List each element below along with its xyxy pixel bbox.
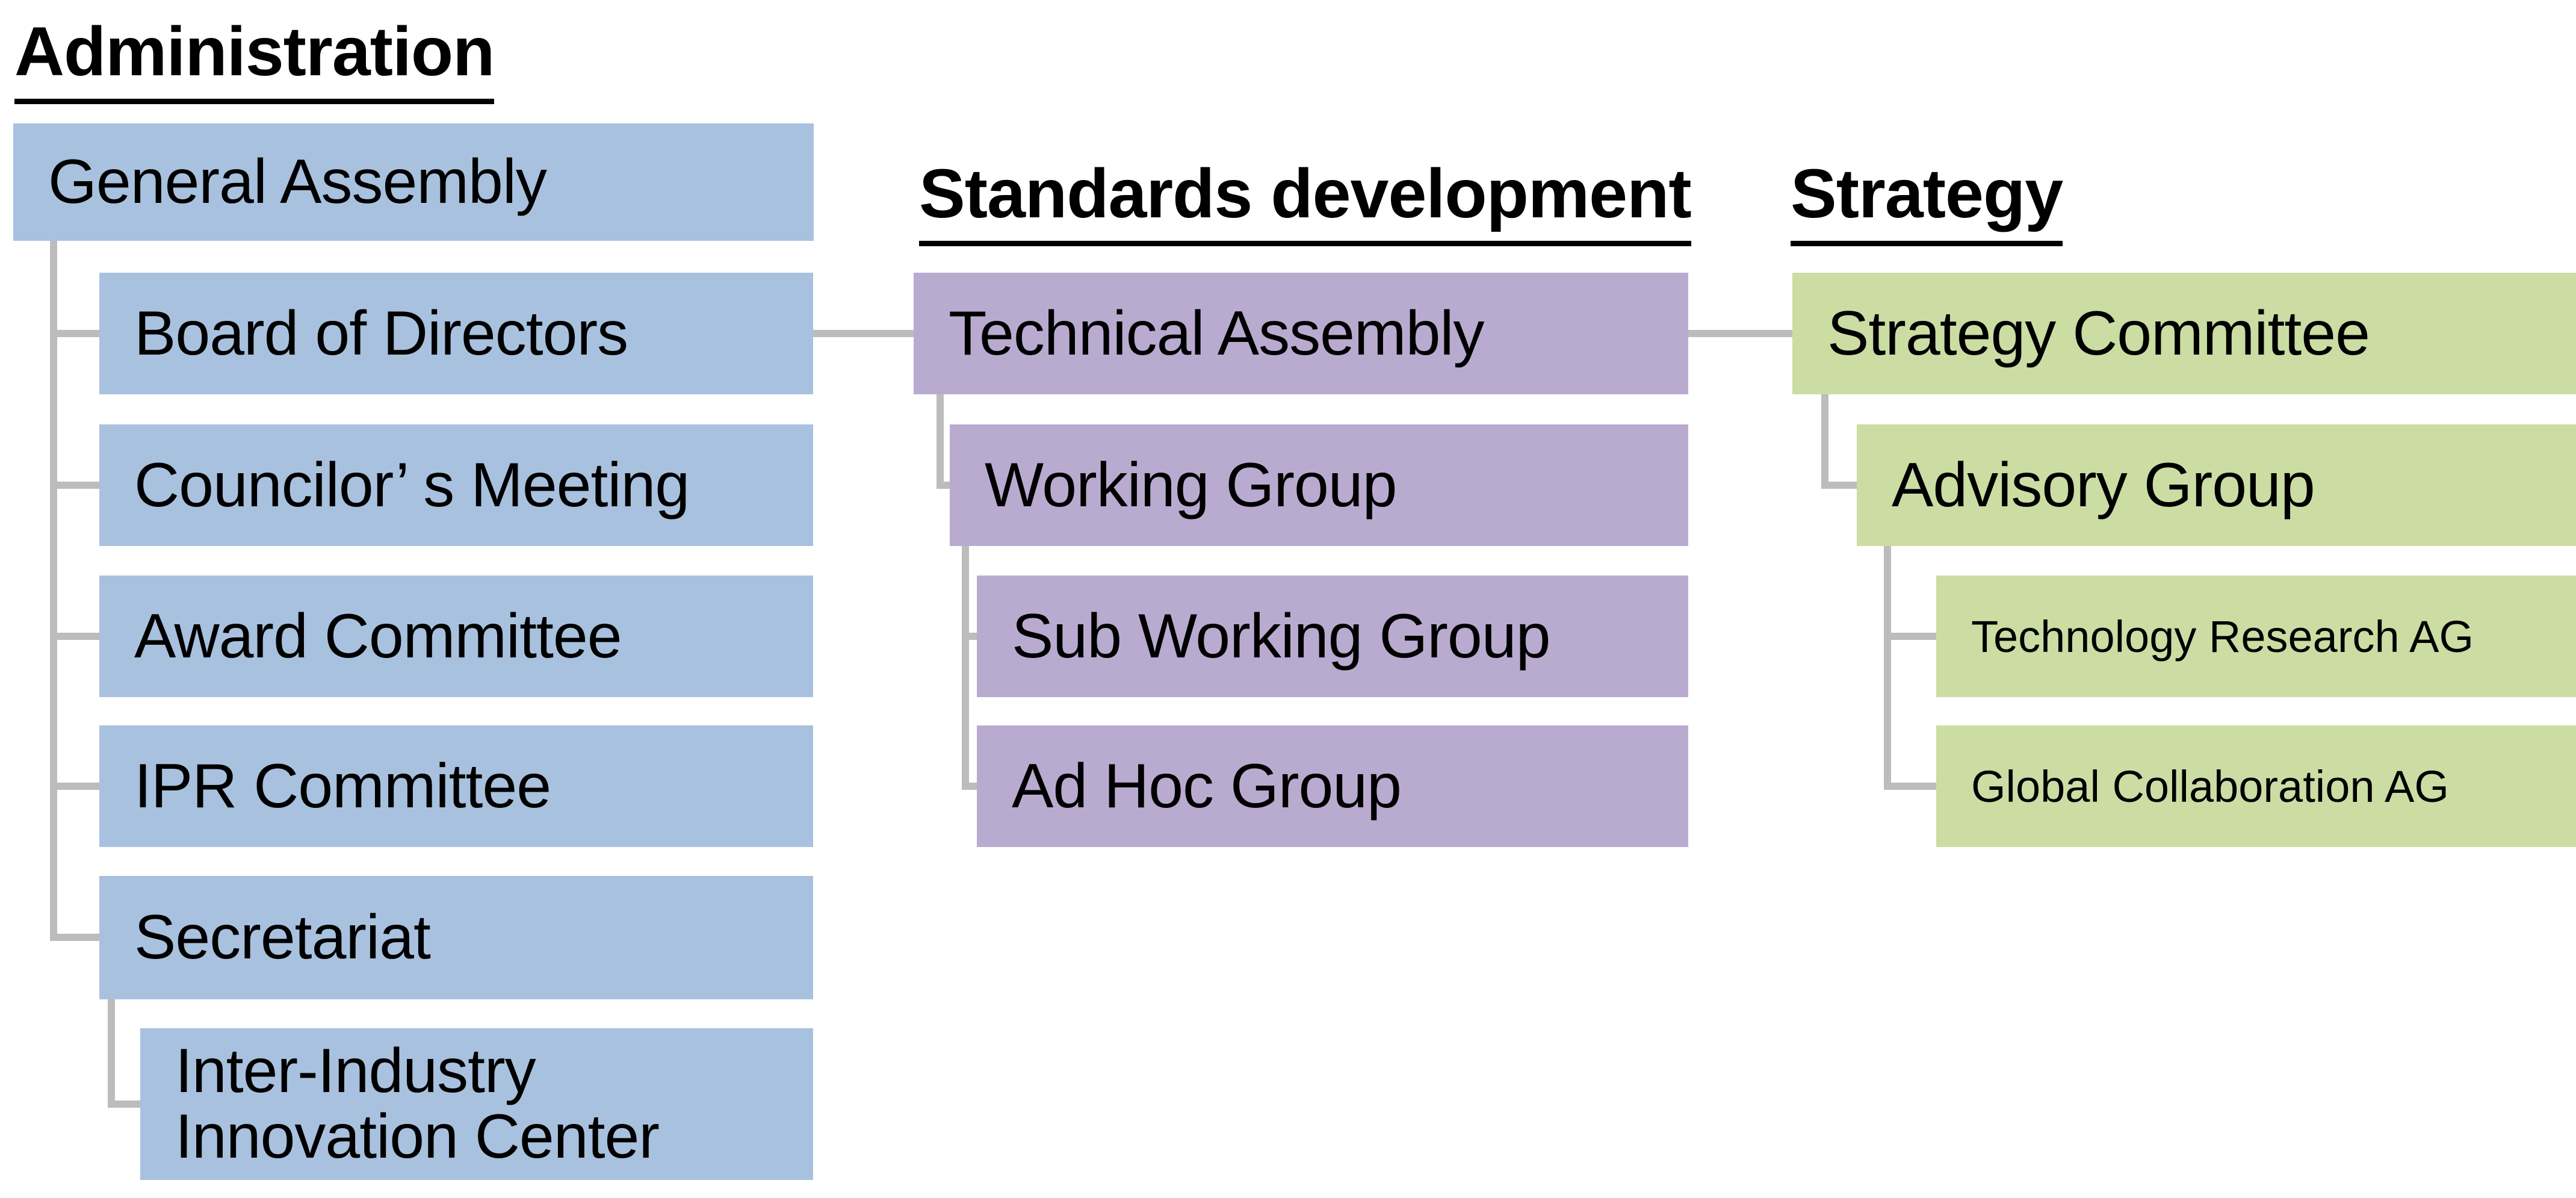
connector-wg-trunk	[962, 546, 969, 790]
node-working-group: Working Group	[950, 424, 1688, 546]
node-sub-working-group: Sub Working Group	[977, 576, 1688, 697]
node-general-assembly: General Assembly	[13, 123, 814, 241]
connector-global-collaboration-ag	[1884, 783, 1936, 790]
connector-admin-ipr	[50, 783, 99, 790]
node-councilors-meeting: Councilor’ s Meeting	[99, 424, 813, 546]
section-heading-strategy: Strategy	[1791, 154, 2063, 246]
connector-innovation-center	[108, 1100, 140, 1108]
connector-admin-secretariat	[50, 934, 99, 941]
connector-ta-trunk	[937, 394, 944, 489]
connector-sub-working-group	[962, 633, 977, 640]
node-inter-industry-innovation-center: Inter-Industry Innovation Center	[140, 1028, 813, 1180]
connector-admin-board	[50, 330, 99, 337]
section-heading-standards-development: Standards development	[919, 154, 1692, 246]
node-award-committee: Award Committee	[99, 576, 813, 697]
connector-admin-councilors	[50, 482, 99, 489]
connector-admin-trunk	[50, 241, 57, 941]
node-advisory-group: Advisory Group	[1857, 424, 2576, 546]
node-global-collaboration-ag: Global Collaboration AG	[1936, 725, 2576, 847]
node-ad-hoc-group: Ad Hoc Group	[977, 725, 1688, 847]
connector-technology-research-ag	[1884, 633, 1936, 640]
connector-technical-assembly-to-strategy-committee	[1688, 330, 1792, 337]
node-secretariat: Secretariat	[99, 876, 813, 999]
node-strategy-committee: Strategy Committee	[1792, 273, 2576, 394]
connector-board-to-technical-assembly	[813, 330, 914, 337]
node-ipr-committee: IPR Committee	[99, 725, 813, 847]
connector-sc-trunk	[1821, 394, 1828, 489]
connector-ad-hoc-group	[962, 783, 977, 790]
connector-admin-award	[50, 633, 99, 640]
section-heading-administration: Administration	[14, 12, 495, 104]
connector-secretariat-trunk	[108, 999, 115, 1108]
node-technology-research-ag: Technology Research AG	[1936, 576, 2576, 697]
connector-working-group	[937, 482, 950, 489]
node-technical-assembly: Technical Assembly	[914, 273, 1688, 394]
connector-advisory-group	[1821, 482, 1857, 489]
node-board-of-directors: Board of Directors	[99, 273, 813, 394]
connector-ag-trunk	[1884, 546, 1891, 790]
